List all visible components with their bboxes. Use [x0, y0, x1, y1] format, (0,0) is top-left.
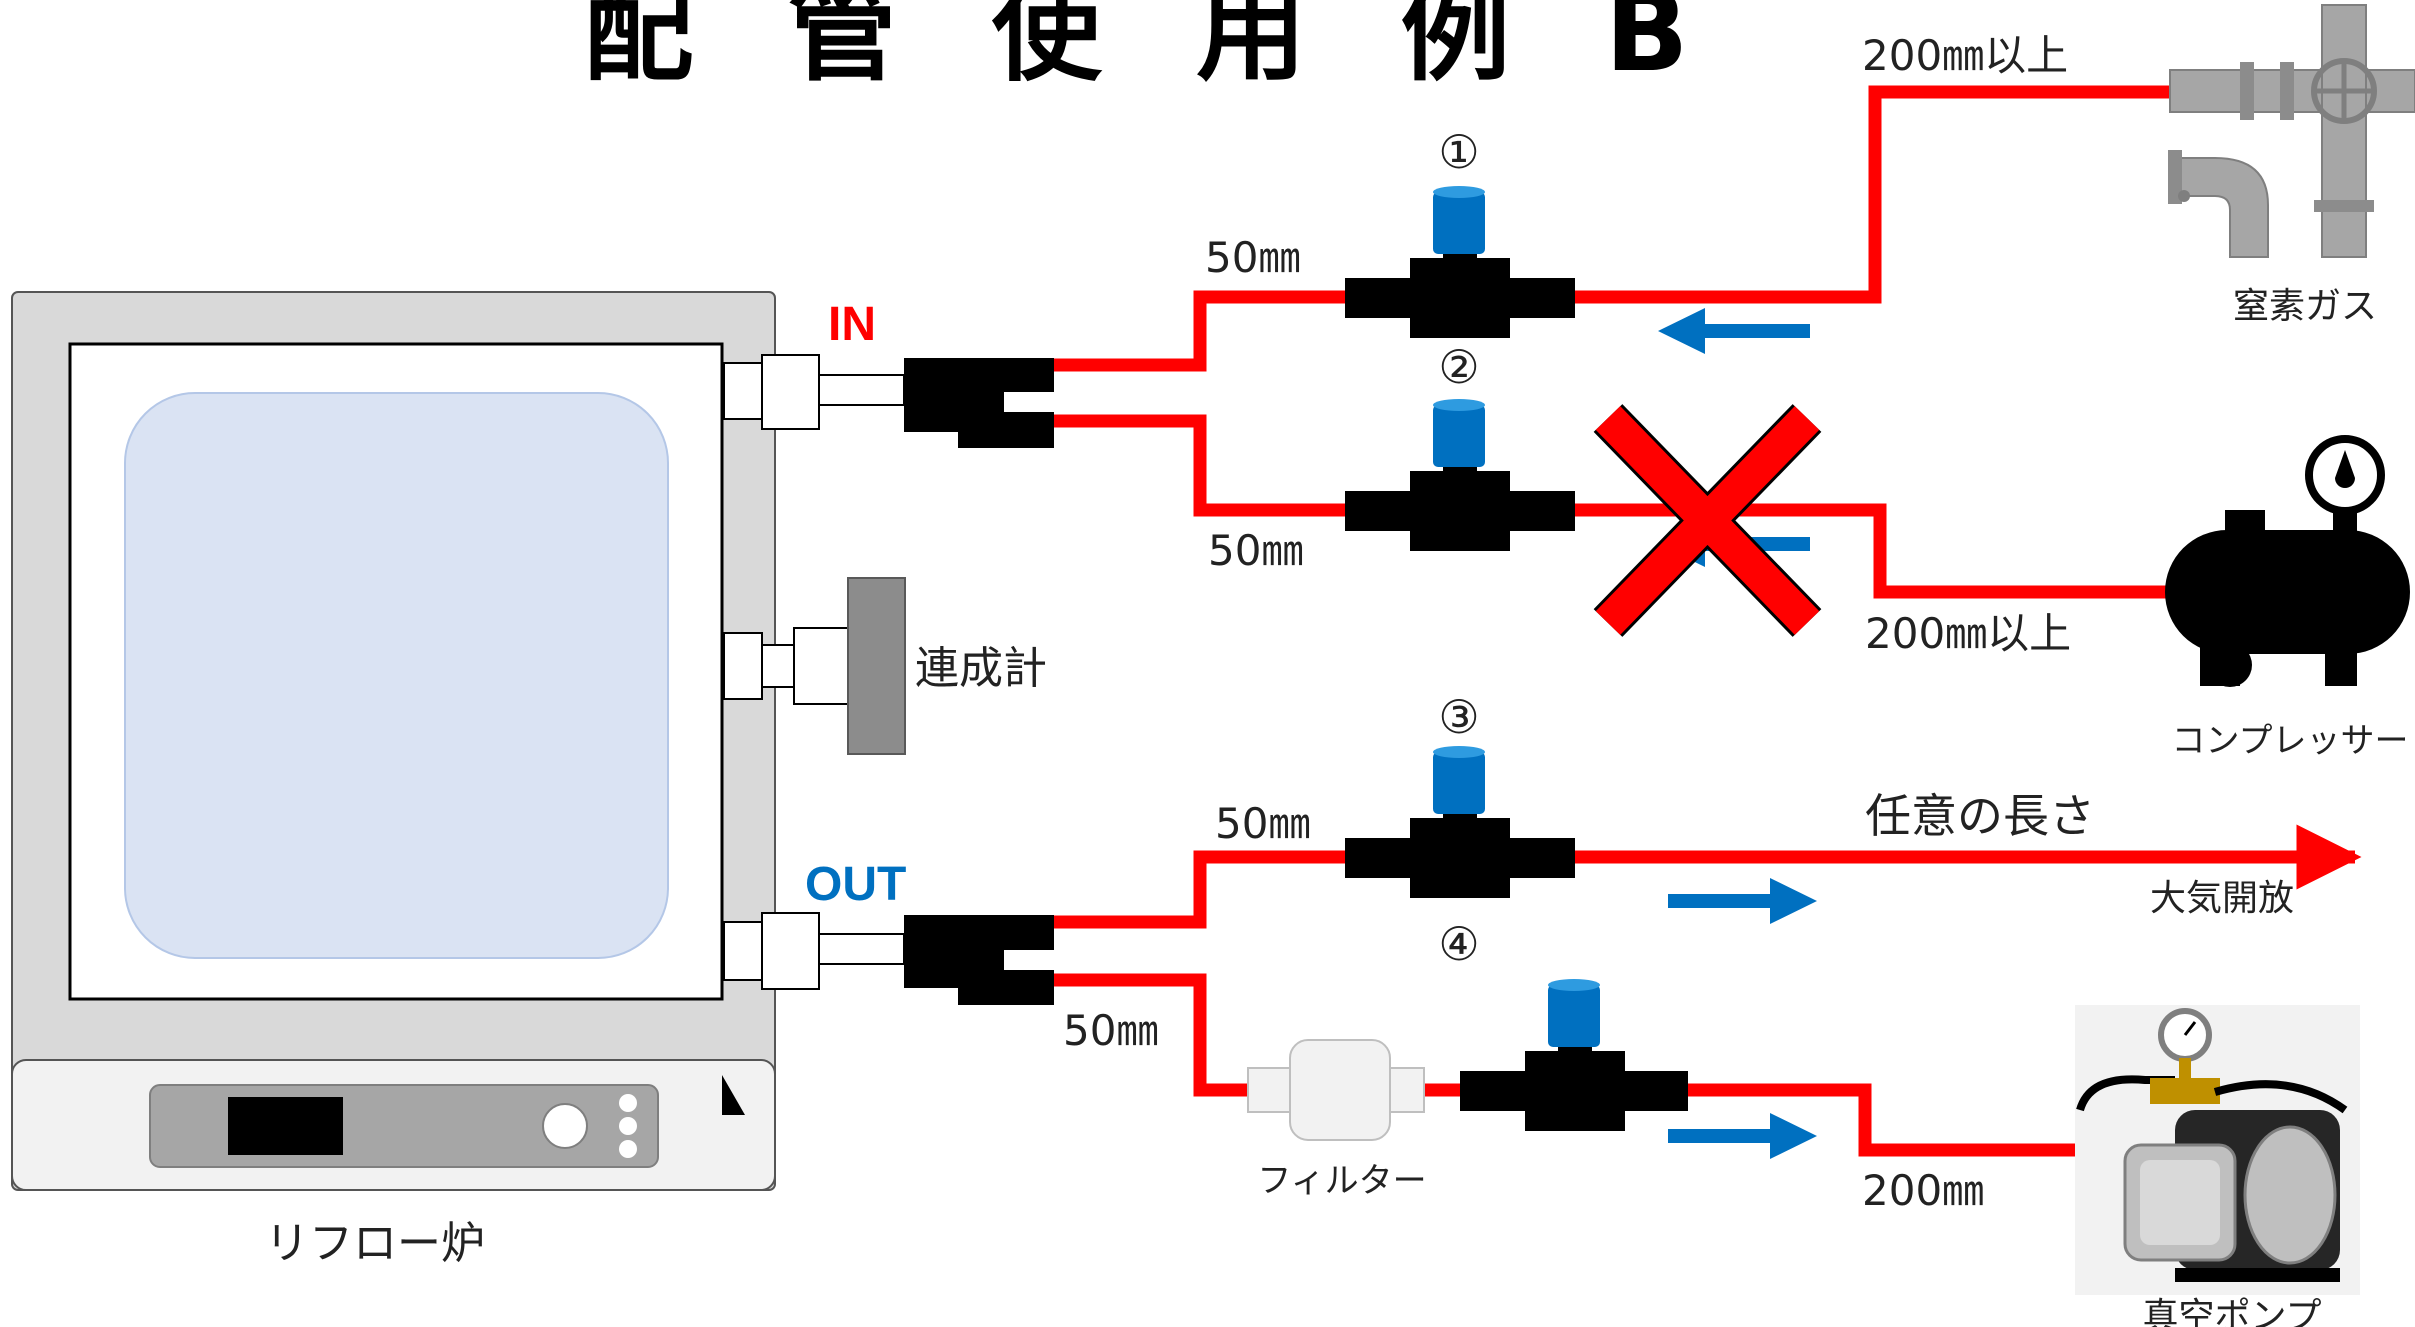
arrow-right-3	[1668, 878, 1817, 924]
nitrogen-label: 窒素ガス	[2233, 286, 2377, 327]
length-vacuum: 200㎜	[1862, 1166, 1984, 1215]
vacuum-pump-icon	[2075, 1005, 2360, 1295]
valve-4	[1460, 979, 1688, 1131]
gauge-port	[723, 577, 906, 755]
oven-dial	[542, 1103, 588, 1149]
compound-gauge	[847, 577, 906, 755]
pipe-valve4-in	[1054, 973, 1248, 1097]
oven-window	[124, 392, 669, 959]
in-splitter	[904, 358, 1054, 448]
oven-label: リフロー炉	[265, 1218, 485, 1269]
arrow-left-1	[1658, 308, 1810, 354]
length-valve2-in: 50㎜	[1208, 526, 1303, 575]
length-valve4-in: 50㎜	[1063, 1006, 1158, 1055]
pipe-vacuum	[1688, 1083, 2080, 1157]
length-valve3-in: 50㎜	[1215, 799, 1310, 848]
length-compressor: 200㎜以上	[1865, 609, 2071, 658]
valve-1-number: ①	[1438, 125, 1479, 179]
oven-display	[228, 1097, 343, 1155]
filter-label: フィルター	[1257, 1161, 1426, 1201]
pipes	[1054, 85, 2362, 1157]
reflow-oven	[11, 291, 776, 1191]
atmosphere-label: 大気開放	[2150, 878, 2294, 919]
pipe-valve3-in	[1054, 850, 1345, 929]
arrow-right-4	[1668, 1113, 1817, 1159]
in-label: IN	[828, 298, 876, 351]
valve-1	[1345, 186, 1575, 338]
out-port	[723, 912, 905, 990]
pipe-valve1-in	[1054, 290, 1345, 372]
pipe-nitrogen	[1575, 85, 2170, 304]
diagram-title: 配 管 使 用 例 B	[583, 0, 1716, 96]
nitrogen-pipe-icon	[2168, 4, 2415, 258]
length-valve1-in: 50㎜	[1205, 233, 1300, 282]
any-length-label: 任意の長さ	[1865, 789, 2095, 843]
valve-2-number: ②	[1438, 340, 1479, 394]
valve-3-number: ③	[1438, 690, 1479, 744]
valve-4-number: ④	[1438, 917, 1479, 971]
out-label: OUT	[805, 858, 906, 911]
prohibited-cross-icon	[1593, 404, 1822, 637]
valve-3	[1345, 746, 1575, 898]
gauge-label: 連成計	[915, 643, 1047, 694]
compressor-icon	[2165, 435, 2410, 687]
out-splitter	[904, 915, 1054, 1005]
vacuum-pump-label: 真空ポンプ	[2143, 1296, 2322, 1327]
length-nitrogen: 200㎜以上	[1862, 31, 2068, 80]
in-port	[723, 354, 905, 430]
pipe-valve2-in	[1054, 414, 1345, 517]
compressor-label: コンプレッサー	[2172, 721, 2409, 761]
filter	[1247, 1039, 1425, 1141]
valve-2	[1345, 399, 1575, 551]
